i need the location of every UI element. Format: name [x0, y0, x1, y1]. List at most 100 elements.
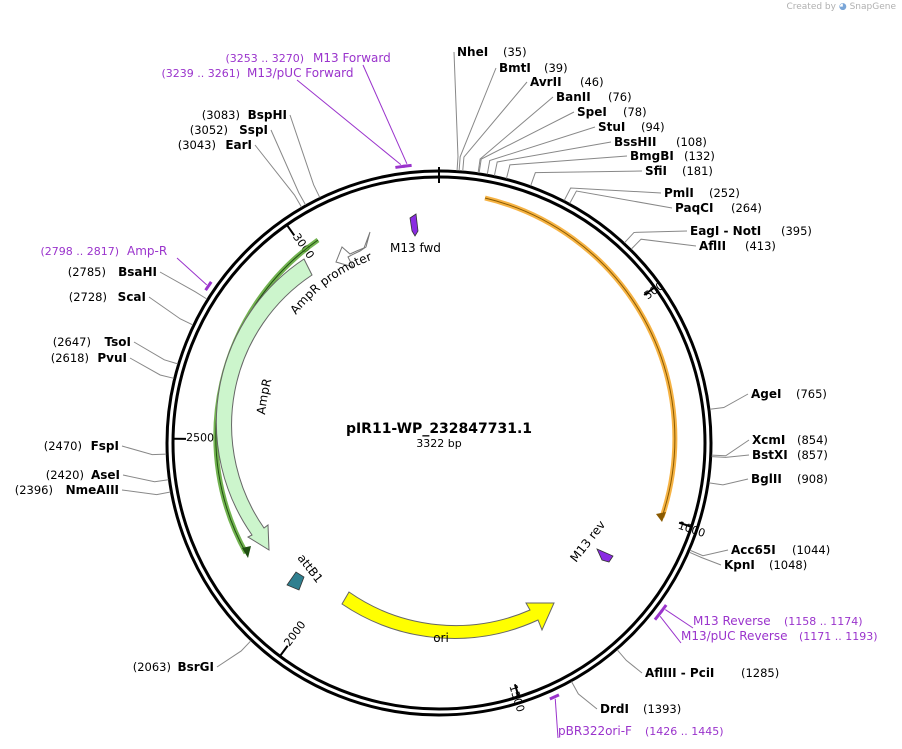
- site-leader: [624, 230, 688, 244]
- site-leader: [122, 474, 169, 483]
- primer-label-m13-puc-reverse: M13/pUC Reverse: [681, 629, 788, 643]
- site-label-bstxi: BstXI: [752, 448, 788, 462]
- feature-attb1-shape: [286, 571, 305, 591]
- primer-label-pbr322ori-f: pBR322ori-F: [558, 724, 632, 738]
- site-pos-nhei: (35): [503, 45, 527, 59]
- site-label-bsahi: BsaHI: [118, 265, 157, 279]
- site-pos-bstxi: (857): [797, 448, 828, 462]
- primer-label-m13-forward: M13 Forward: [313, 51, 391, 65]
- site-leader: [493, 141, 612, 176]
- site-pos-sfii: (181): [682, 164, 713, 178]
- orf-arc-green-head: [242, 546, 251, 558]
- site-label-bsphi: BspHI: [248, 108, 287, 122]
- site-label-agei: AgeI: [751, 387, 781, 401]
- tick-mark: [643, 287, 655, 296]
- primer-range-m13-forward: (3253 .. 3270): [225, 52, 304, 65]
- site-label-sfii: SfiI: [645, 164, 667, 178]
- site-pos-scai: (2728): [69, 290, 107, 304]
- site-leader: [478, 111, 575, 174]
- site-label-spei: SpeI: [577, 105, 607, 119]
- tick-mark: [678, 521, 691, 528]
- primer-range-m13-puc-reverse: (1171 .. 1193): [799, 630, 878, 643]
- site-label-banii: BanII: [556, 90, 591, 104]
- site-leader: [711, 439, 750, 457]
- site-pos-acc65i: (1044): [792, 543, 830, 557]
- site-leader: [133, 341, 178, 365]
- primer-binding-mark: [653, 609, 664, 621]
- site-pos-stui: (94): [641, 120, 665, 134]
- site-label-stui: StuI: [598, 120, 625, 134]
- primer-labels: (3253 .. 3270) M13 Forward (3239 .. 3261…: [40, 51, 877, 738]
- site-leader: [121, 489, 171, 496]
- site-label-paqci: PaqCI: [675, 201, 713, 215]
- primer-leader: [296, 79, 402, 165]
- site-label-sspi: SspI: [239, 123, 268, 137]
- site-leader: [216, 640, 252, 668]
- tick-label: 1000: [676, 519, 707, 540]
- site-leader: [709, 393, 749, 410]
- site-label-tsoi: TsoI: [105, 335, 131, 349]
- site-pos-eari: (3043): [178, 138, 216, 152]
- orf-arc-orange: [484, 195, 678, 518]
- feature-m13-fwd-label: M13 fwd: [390, 241, 441, 255]
- site-pos-bmgbi: (132): [684, 149, 715, 163]
- primer-range-amp-r: (2798 .. 2817): [40, 245, 119, 258]
- site-leader: [486, 126, 596, 175]
- site-pos-pvui: (2618): [51, 351, 89, 365]
- primer-leader: [659, 616, 682, 644]
- site-leader: [254, 144, 302, 208]
- site-label-eagi-noti: EagI - NotI: [690, 224, 761, 238]
- site-leader: [569, 190, 673, 209]
- primer-label-m13-puc-forward: M13/pUC Forward: [247, 66, 354, 80]
- site-label-acc65i: Acc65I: [731, 543, 776, 557]
- site-label-afliii-pcii: AflIII - PciI: [645, 666, 714, 680]
- feature-ampr-shape: [215, 258, 313, 551]
- site-label-bsrgi: BsrGI: [177, 660, 214, 674]
- site-label-fspi: FspI: [91, 439, 119, 453]
- feature-ampr-promoter-shape: [335, 231, 371, 268]
- site-pos-bsrgi: (2063): [133, 660, 171, 674]
- primer-range-pbr322ori-f: (1426 .. 1445): [645, 725, 724, 738]
- orf-arc-orange-core: [484, 197, 676, 518]
- feature-ori-shape: [341, 591, 555, 639]
- site-pos-afliii-pcii: (1285): [741, 666, 779, 680]
- tick-label: 2500: [186, 431, 214, 444]
- primer-binding-mark: [204, 281, 213, 292]
- site-leader: [121, 445, 167, 456]
- site-pos-bglii: (908): [797, 472, 828, 486]
- site-label-bsshii: BssHII: [614, 135, 656, 149]
- site-label-bmgbi: BmgBI: [630, 149, 674, 163]
- snapgene-logo-icon: ◕: [838, 2, 847, 12]
- site-label-bmti: BmtI: [499, 61, 531, 75]
- primer-label-m13-reverse: M13 Reverse: [693, 614, 771, 628]
- plasmid-size: 3322 bp: [416, 437, 461, 450]
- site-pos-avrii: (46): [580, 75, 604, 89]
- site-pos-eagi-noti: (395): [781, 224, 812, 238]
- feature-ampr-label: AmpR: [254, 377, 274, 415]
- site-leader: [289, 114, 321, 198]
- site-leader: [711, 454, 750, 458]
- site-label-eari: EarI: [225, 138, 252, 152]
- tick-label: 2000: [281, 619, 308, 649]
- feature-m13-fwd-shape: [409, 213, 419, 237]
- site-leader: [270, 129, 307, 206]
- primer-leader: [362, 64, 408, 165]
- primer-range-m13-puc-forward: (3239 .. 3261): [161, 67, 240, 80]
- site-leader: [505, 155, 628, 179]
- site-label-pvui: PvuI: [97, 351, 127, 365]
- site-pos-nmeaiii: (2396): [15, 483, 53, 497]
- site-pos-xcmi: (854): [797, 433, 828, 447]
- site-pos-bmti: (39): [544, 61, 568, 75]
- tick-mark: [513, 684, 520, 697]
- primer-leader: [176, 257, 208, 286]
- site-pos-paqci: (264): [731, 201, 762, 215]
- credit-brand: SnapGene: [849, 2, 896, 12]
- site-pos-bsahi: (2785): [68, 265, 106, 279]
- site-label-nmeaiii: NmeAIII: [66, 483, 119, 497]
- site-leader: [689, 549, 729, 557]
- site-pos-bsshii: (108): [676, 135, 707, 149]
- site-label-asei: AseI: [91, 468, 120, 482]
- primer-range-m13-reverse: (1158 .. 1174): [784, 615, 863, 628]
- snapgene-credit: Created by ◕ SnapGene: [786, 2, 896, 12]
- site-leader: [453, 51, 459, 171]
